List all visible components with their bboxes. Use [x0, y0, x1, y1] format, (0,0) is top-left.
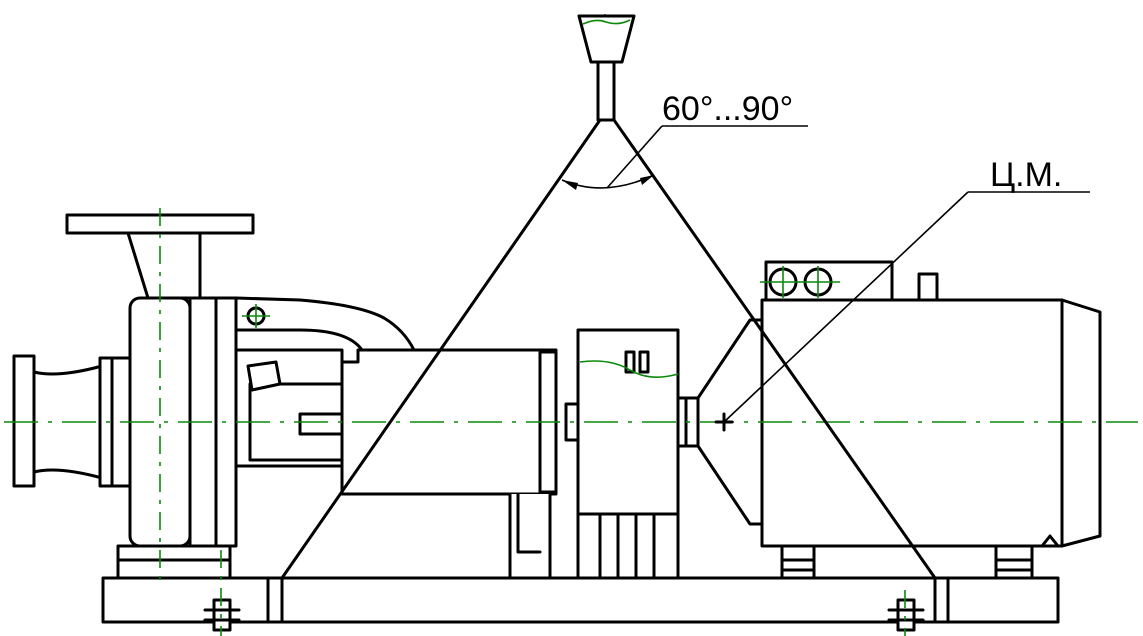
anchor-bolt-right	[887, 598, 925, 632]
coupling-guard	[564, 328, 700, 580]
anchor-bolt-left	[203, 598, 241, 632]
angle-dimension: 60°...90°	[561, 90, 808, 190]
lifting-hook	[577, 14, 636, 122]
pump	[12, 213, 558, 580]
center-of-mass-marker: Ц.М.	[714, 156, 1090, 432]
lifting-slings	[280, 118, 937, 580]
angle-label: 60°...90°	[662, 90, 793, 128]
electric-motor	[696, 260, 1102, 580]
centre-lines	[4, 14, 1138, 636]
center-of-mass-label: Ц.М.	[990, 156, 1062, 194]
